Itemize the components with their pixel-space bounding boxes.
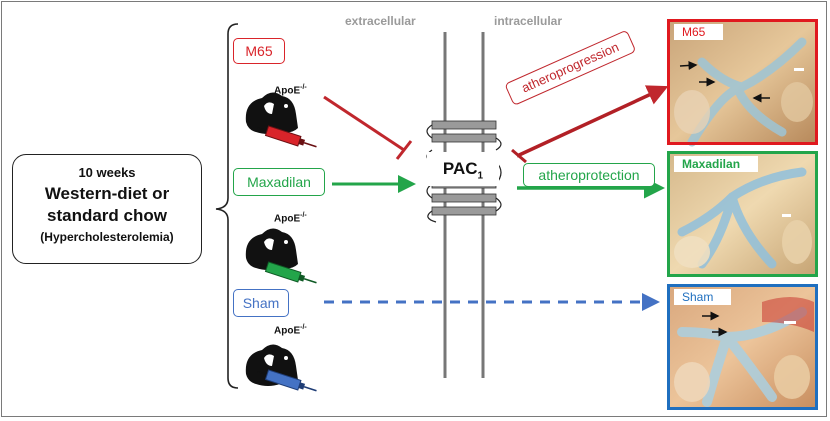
m65-inhibition-line — [323, 95, 405, 152]
extracellular-label: extracellular — [345, 14, 416, 28]
syringe-icon-maxadilan — [257, 261, 317, 284]
syringe-icon-sham — [257, 369, 317, 392]
diet-line-2: standard chow — [47, 206, 167, 225]
atheroprogression-arrow — [516, 85, 669, 158]
photo-label-sham: Sham — [674, 289, 732, 305]
photo-frame-m65: M65 — [667, 19, 818, 145]
group-tag-maxadilan: Maxadilan — [233, 168, 325, 196]
photo-sham-image — [670, 287, 815, 407]
genotype-label-m65: ApoE-/- — [274, 84, 307, 97]
diagram-graphics — [215, 22, 815, 407]
genotype-label-sham: ApoE-/- — [274, 324, 307, 337]
group-tag-m65: M65 — [233, 38, 285, 64]
pac1-receptor-label: PAC1 — [427, 152, 499, 186]
group-label-sham: Sham — [242, 295, 280, 311]
syringe-icon-m65 — [257, 125, 317, 148]
group-label-maxadilan: Maxadilan — [247, 174, 311, 190]
mouse-icon-m65 — [245, 92, 298, 134]
study-design-box: 10 weeks Western-diet or standard chow (… — [12, 154, 202, 264]
photo-maxadilan-image — [670, 154, 815, 274]
condition-text: (Hypercholesterolemia) — [40, 230, 174, 244]
photo-m65-image — [670, 22, 815, 147]
photo-frame-sham: Sham — [667, 284, 818, 410]
group-label-m65: M65 — [245, 43, 273, 59]
intracellular-label: intracellular — [494, 14, 563, 28]
m65-inhibition-bar — [395, 140, 413, 160]
photo-frame-maxadilan: Maxadilan — [667, 151, 818, 277]
group-brace — [215, 23, 239, 389]
photo-label-maxadilan: Maxadilan — [674, 156, 759, 172]
photo-label-m65: M65 — [674, 24, 724, 40]
atheroprotection-label: atheroprotection — [523, 163, 655, 187]
mouse-icon-maxadilan — [245, 228, 298, 270]
genotype-label-maxadilan: ApoE-/- — [274, 212, 307, 225]
diet-line-1: Western-diet or — [44, 184, 170, 203]
group-tag-sham: Sham — [233, 289, 289, 317]
duration-text: 10 weeks — [78, 165, 136, 180]
